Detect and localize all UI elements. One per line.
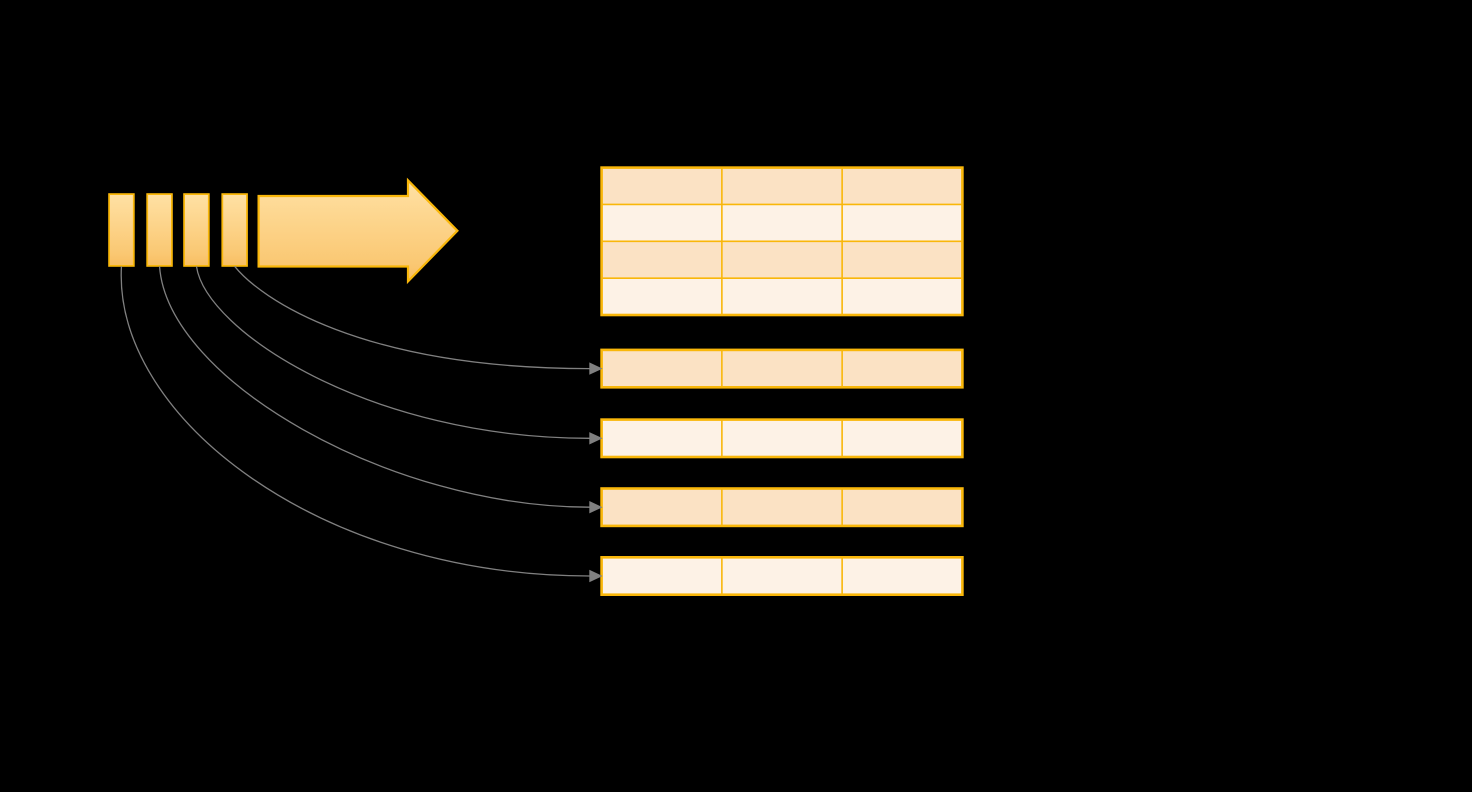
row-table-2 — [600, 418, 964, 459]
row-table-1-fill — [601, 349, 963, 388]
combined-table-border — [600, 166, 964, 317]
row-table-4 — [600, 555, 964, 596]
connectors — [120, 265, 590, 577]
record-batch-2 — [146, 193, 173, 267]
row-table-1 — [600, 348, 964, 389]
combined-table-row-3 — [601, 241, 963, 279]
arrowhead-row4 — [589, 569, 603, 583]
row-table-2-fill — [601, 419, 963, 457]
connector-batch1-to-row4 — [120, 266, 590, 577]
arrowhead-row3 — [589, 501, 603, 514]
record-batch-4 — [221, 193, 248, 267]
record-batch-1 — [108, 193, 135, 267]
row-table-3 — [600, 487, 964, 528]
row-table-4-fill — [601, 557, 963, 595]
connector-arrowheads — [589, 362, 603, 583]
combined-table — [600, 166, 964, 317]
combined-table-row-4 — [601, 278, 963, 315]
combined-table-row-2 — [601, 204, 963, 242]
combined-table-gridlines — [601, 167, 963, 315]
record-batch-3 — [183, 193, 210, 267]
arrowhead-row2 — [589, 432, 603, 445]
connector-batch4-to-row1 — [234, 265, 590, 370]
connector-batch3-to-row2 — [195, 266, 590, 439]
record-batch-stack — [108, 193, 248, 267]
stream-arrow — [257, 177, 459, 285]
arrowhead-row1 — [589, 362, 603, 375]
connector-batch2-to-row3 — [158, 266, 590, 508]
combined-table-row-1 — [601, 167, 963, 205]
row-table-3-fill — [601, 488, 963, 526]
